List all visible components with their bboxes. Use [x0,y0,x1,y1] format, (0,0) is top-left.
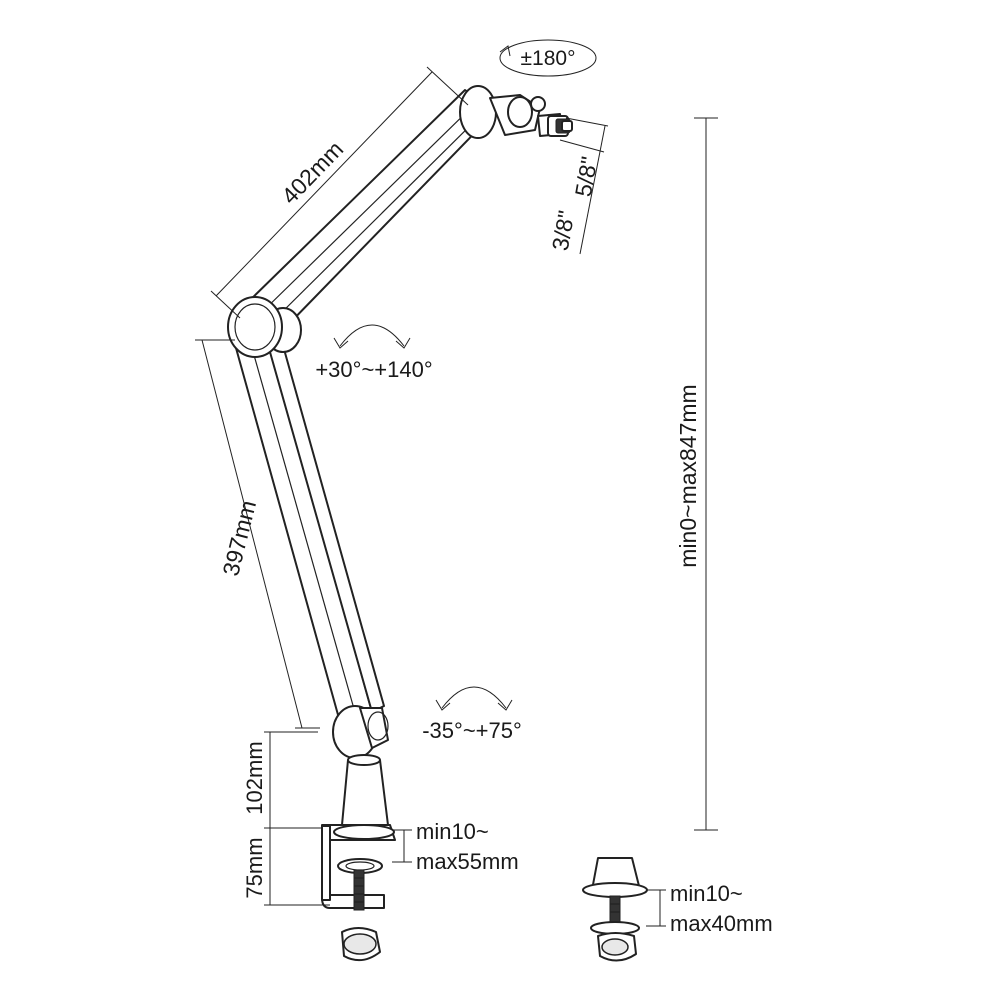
alt-clamp-range-line2: max40mm [670,911,773,936]
desk-clamp [321,824,396,962]
dimension-upper-arm [210,66,469,319]
elbow-angle-label: +30°~+140° [315,357,432,382]
clamp-range-line2: max55mm [416,849,519,874]
dimension-post-clamp [264,731,330,906]
dimension-lower-arm [195,339,320,729]
dimension-alt-clamp-range [646,889,666,927]
rotation-top-indicator [499,39,597,77]
dimension-clamp-range [392,829,412,863]
elbow-joint [227,296,302,358]
base-angle-arc [435,686,513,711]
thread-3-8-label: 3/8" [547,209,580,253]
lower-arm [235,337,385,723]
base-angle-label: -35°~+75° [422,718,522,743]
elbow-angle-arc [333,324,411,349]
thread-5-8-label: 5/8" [570,155,603,199]
base-joint [332,705,389,759]
height-range-label: min0~max847mm [675,384,701,567]
rotation-top-label: ±180° [521,47,576,70]
clamp-height-label: 75mm [242,837,267,898]
alt-clamp-range-line1: min10~ [670,881,743,906]
mic-mount-head [459,85,573,139]
upper-arm [244,89,496,331]
lower-arm-length-label: 397mm [217,498,261,579]
dimension-height [694,117,718,831]
post-height-label: 102mm [242,741,267,814]
post [341,754,389,826]
dimension-thread [559,117,609,255]
upper-arm-length-label: 402mm [276,136,348,209]
alt-clamp [582,857,648,962]
clamp-range-line1: min10~ [416,819,489,844]
